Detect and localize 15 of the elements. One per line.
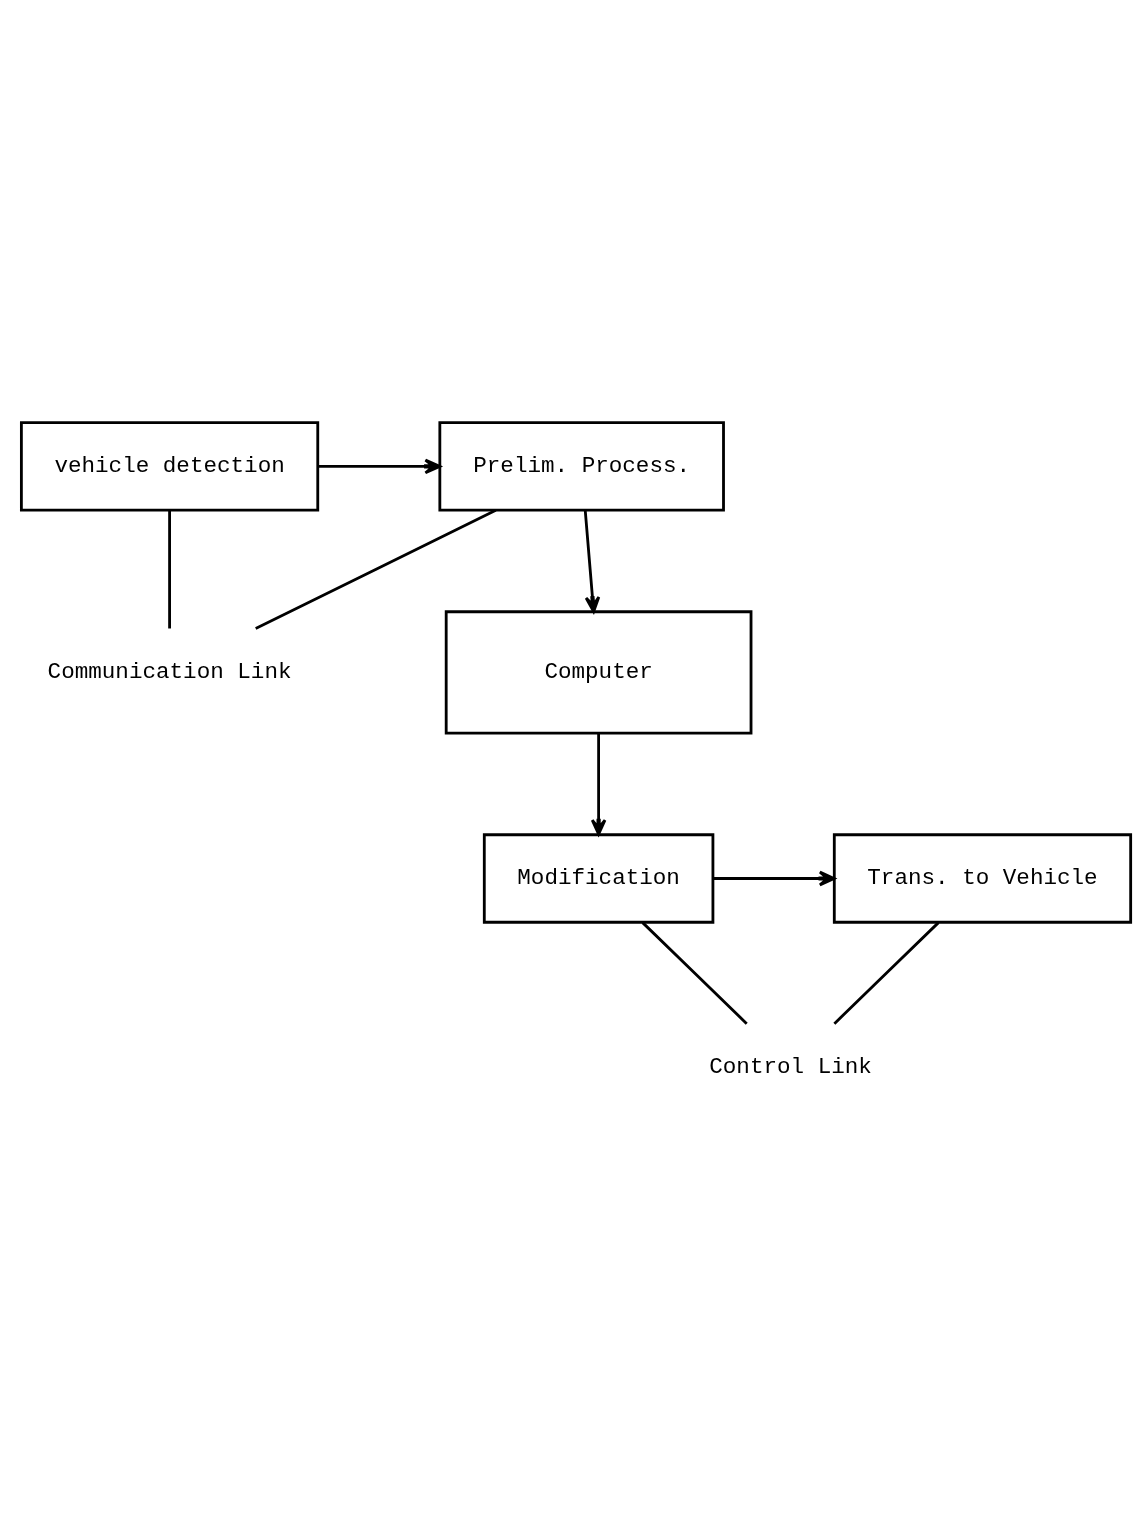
node-box: vehicle detection: [20, 420, 320, 512]
connector: [833, 921, 940, 1025]
connector: [255, 508, 497, 630]
node-box: Prelim. Process.: [438, 420, 725, 512]
node-box: Computer: [444, 609, 753, 735]
connector: [168, 509, 171, 628]
connector: [641, 921, 748, 1025]
node-text: Communication Link: [47, 658, 292, 685]
arrow: [583, 509, 601, 613]
arrow: [318, 458, 441, 474]
node-text: Control Link: [709, 1053, 872, 1080]
arrow: [712, 870, 836, 886]
node-box: Trans. to Vehicle: [832, 832, 1133, 924]
arrow: [590, 732, 607, 836]
node-box: Modification: [482, 832, 715, 924]
